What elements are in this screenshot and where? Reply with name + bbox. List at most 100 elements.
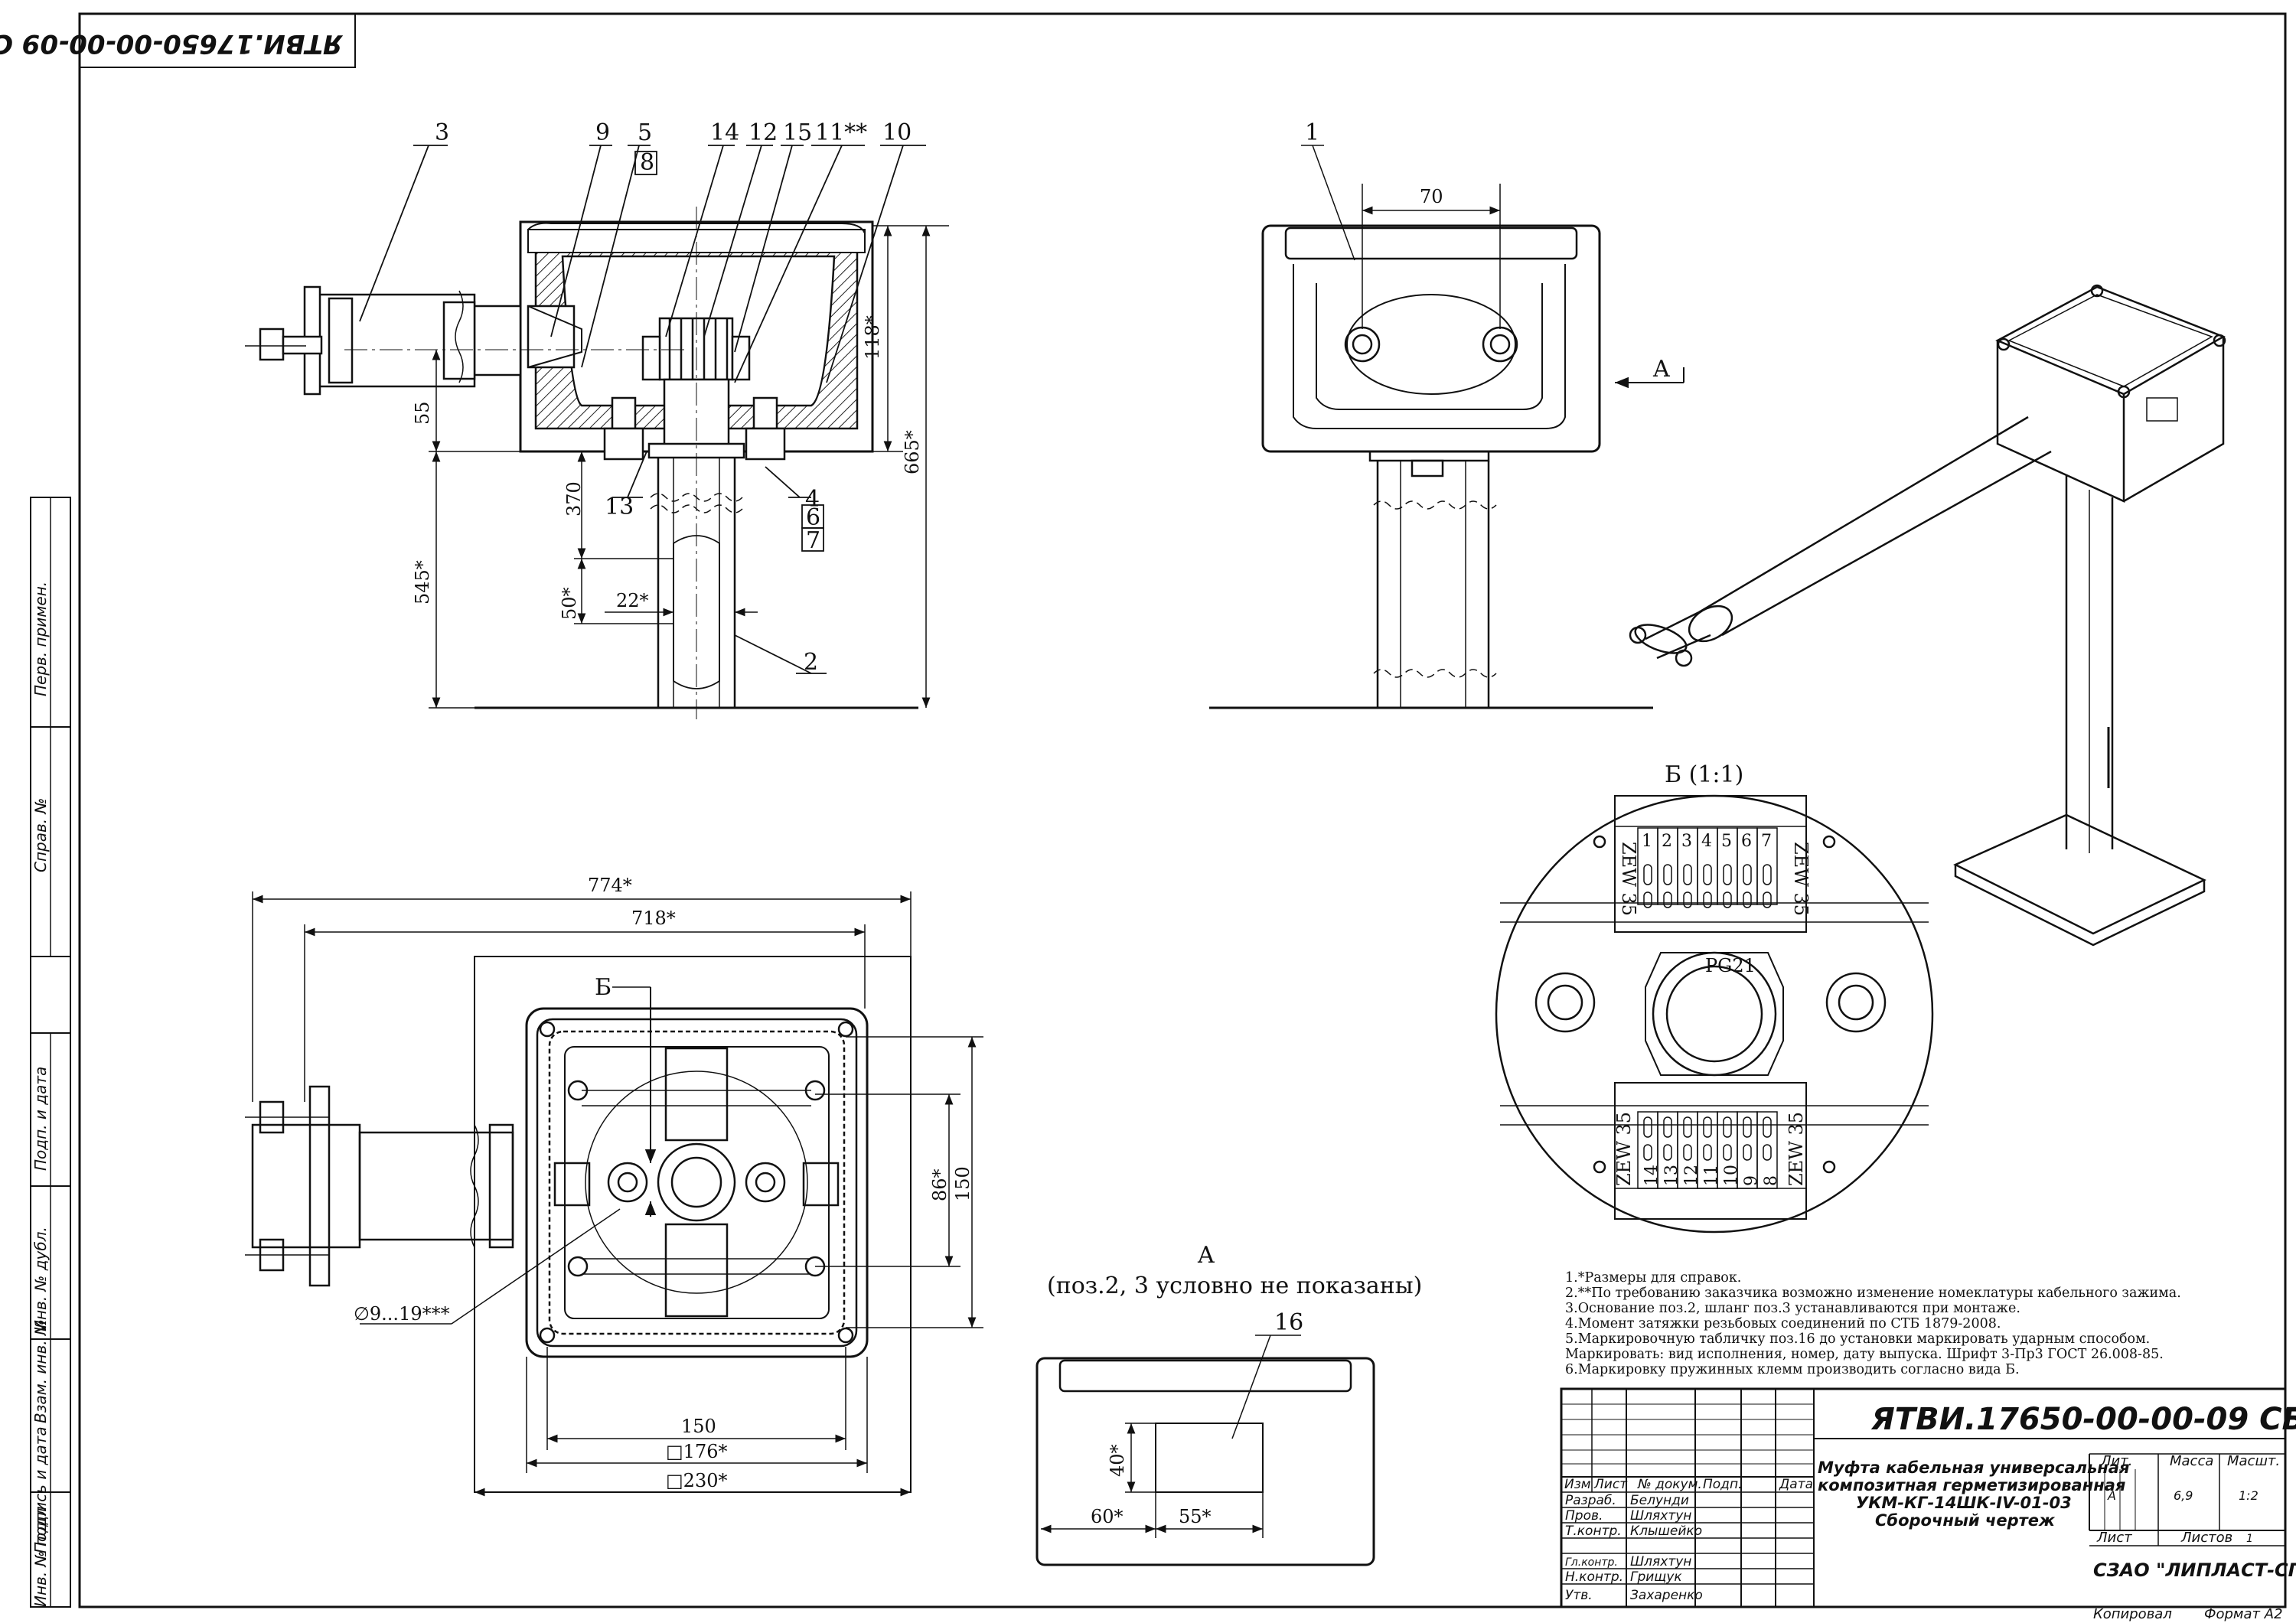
isometric-view xyxy=(1629,284,2226,947)
dim-55: 55 xyxy=(412,401,433,425)
front-view-dim-text: 118* 665* 55 370 545* 50* 22* xyxy=(412,315,923,620)
rail-label-bl: ZEW 35 xyxy=(1613,1112,1635,1186)
tb-scale-value: 1:2 xyxy=(2239,1488,2258,1503)
tb-role-2: Т.контр. xyxy=(1565,1524,1622,1539)
rail-label-br: ZEW 35 xyxy=(1786,1112,1807,1186)
side-stamp-podl: Инв. № подл xyxy=(31,1506,50,1607)
label-2: 2 xyxy=(804,649,818,676)
dim-22: 22* xyxy=(616,590,649,611)
title-block xyxy=(1560,1387,2287,1608)
title-name-4: Сборочный чертеж xyxy=(1875,1511,2056,1530)
terminal-slot xyxy=(1763,864,1772,885)
dim-665: 665* xyxy=(902,430,923,474)
terminal-number: 2 xyxy=(1662,832,1672,851)
tb-header-izm: Изм xyxy=(1564,1477,1591,1492)
note-5: 5.Маркировочную табличку поз.16 до устан… xyxy=(1565,1331,2151,1347)
terminal-slot xyxy=(1743,1116,1752,1138)
label-10: 10 xyxy=(882,119,912,146)
tb-role-0: Разраб. xyxy=(1565,1493,1616,1508)
view-a-subtitle: (поз.2, 3 условно не показаны) xyxy=(1047,1273,1422,1299)
terminal-slot xyxy=(1703,1116,1712,1138)
dim-230: □230* xyxy=(666,1470,727,1491)
label-1: 1 xyxy=(1305,119,1319,146)
terminal-slot xyxy=(1763,1116,1772,1138)
terminal-slot xyxy=(1643,864,1652,885)
terminal-number: 9 xyxy=(1742,1175,1761,1186)
terminal-number: 8 xyxy=(1762,1175,1781,1186)
tb-name-0: Белунди xyxy=(1630,1493,1689,1508)
note-1: 1.*Размеры для справок. xyxy=(1565,1270,1742,1286)
terminal-number: 12 xyxy=(1682,1165,1701,1186)
side-stamp-vzam: Взам. инв. № xyxy=(31,1319,50,1423)
label-b: Б xyxy=(595,974,612,1001)
side-view xyxy=(1209,145,1684,709)
terminal-number: 5 xyxy=(1721,832,1732,851)
tb-name-4: Шляхтун xyxy=(1630,1554,1691,1569)
dim-40: 40* xyxy=(1107,1444,1128,1477)
dim-50: 50* xyxy=(559,587,580,620)
title-name-3: УКМ-КГ-14ШК-IV-01-03 xyxy=(1856,1494,2072,1512)
plan-view xyxy=(245,891,983,1497)
view-a xyxy=(1035,1335,1375,1566)
tb-copied: Копировал xyxy=(2093,1606,2172,1622)
label-7: 7 xyxy=(806,527,820,554)
tb-name-6: Захаренко xyxy=(1630,1588,1703,1603)
dim-176: □176* xyxy=(666,1441,727,1462)
terminal-slot xyxy=(1683,891,1692,908)
label-6: 6 xyxy=(806,504,820,531)
terminal-slot xyxy=(1683,864,1692,885)
terminal-slot xyxy=(1663,891,1672,908)
terminal-number: 6 xyxy=(1741,832,1752,851)
terminal-cell xyxy=(1756,827,1778,905)
terminal-slot xyxy=(1683,1144,1692,1161)
tb-header-date: Дата xyxy=(1779,1477,1813,1492)
dim-150-h: 150 xyxy=(681,1416,716,1437)
terminal-slot xyxy=(1763,1144,1772,1161)
terminal-slot xyxy=(1723,864,1732,885)
tb-name-2: Клышейко xyxy=(1630,1524,1702,1539)
label-16: 16 xyxy=(1274,1309,1303,1336)
terminal-cell xyxy=(1756,1111,1778,1189)
dim-370: 370 xyxy=(563,481,585,517)
terminal-number: 1 xyxy=(1642,832,1652,851)
tb-mass-value: 6,9 xyxy=(2174,1488,2193,1503)
view-a-text: A (поз.2, 3 условно не показаны) 16 40* … xyxy=(1047,1242,1422,1527)
terminal-slot xyxy=(1723,891,1732,908)
dim-55: 55* xyxy=(1179,1506,1212,1527)
dim-774: 774* xyxy=(588,875,632,896)
note-2: 2.**По требованию заказчика возможно изм… xyxy=(1565,1286,2181,1301)
tb-sheets-label: Листов xyxy=(2180,1530,2232,1546)
dim-60: 60* xyxy=(1091,1506,1124,1527)
tb-lit-value: А xyxy=(2107,1488,2116,1503)
front-section-view xyxy=(245,207,918,719)
front-view-labels: 3 9 5 8 14 12 15 11** 10 13 4 6 7 2 xyxy=(435,119,912,676)
dim-70: 70 xyxy=(1420,186,1443,207)
gland-label: PG21 xyxy=(1705,955,1756,976)
terminal-slot xyxy=(1703,891,1712,908)
title-block-text: ЯТВИ.17650-00-00-09 СБ Муфта кабельная у… xyxy=(1564,1402,2296,1622)
side-stamp-podp1: Подп. и дата xyxy=(31,1067,50,1171)
tb-scale-label: Масшт. xyxy=(2227,1453,2280,1469)
terminal-number: 10 xyxy=(1722,1165,1741,1186)
terminal-slot xyxy=(1643,891,1652,908)
terminal-slot xyxy=(1663,1116,1672,1138)
tb-name-5: Грищук xyxy=(1630,1569,1682,1585)
rotated-doc-code: ЯТВИ.17650-00-00-09 СБ xyxy=(0,28,344,59)
label-4: 4 xyxy=(805,486,820,513)
title-name-1: Муфта кабельная универсальная xyxy=(1818,1458,2129,1477)
note-4: 4.Момент затяжки резьбовых соединений по… xyxy=(1565,1316,2001,1331)
note-6: Маркировать: вид исполнения, номер, дату… xyxy=(1565,1347,2164,1362)
terminal-slot xyxy=(1703,864,1712,885)
side-stamp-perv: Перв. примен. xyxy=(31,582,50,696)
notes-block: 1.*Размеры для справок. 2.**По требовани… xyxy=(1565,1270,2239,1377)
side-stamp: Перв. примен. Справ. № Подп. и дата Инв.… xyxy=(31,582,50,1607)
dim-86: 86* xyxy=(929,1168,951,1201)
label-8: 8 xyxy=(640,149,654,176)
dim-150-v: 150 xyxy=(952,1166,974,1201)
label-15: 15 xyxy=(783,119,812,146)
terminal-number: 7 xyxy=(1761,832,1772,851)
terminal-number: 14 xyxy=(1642,1165,1662,1186)
tb-role-6: Утв. xyxy=(1565,1588,1593,1603)
